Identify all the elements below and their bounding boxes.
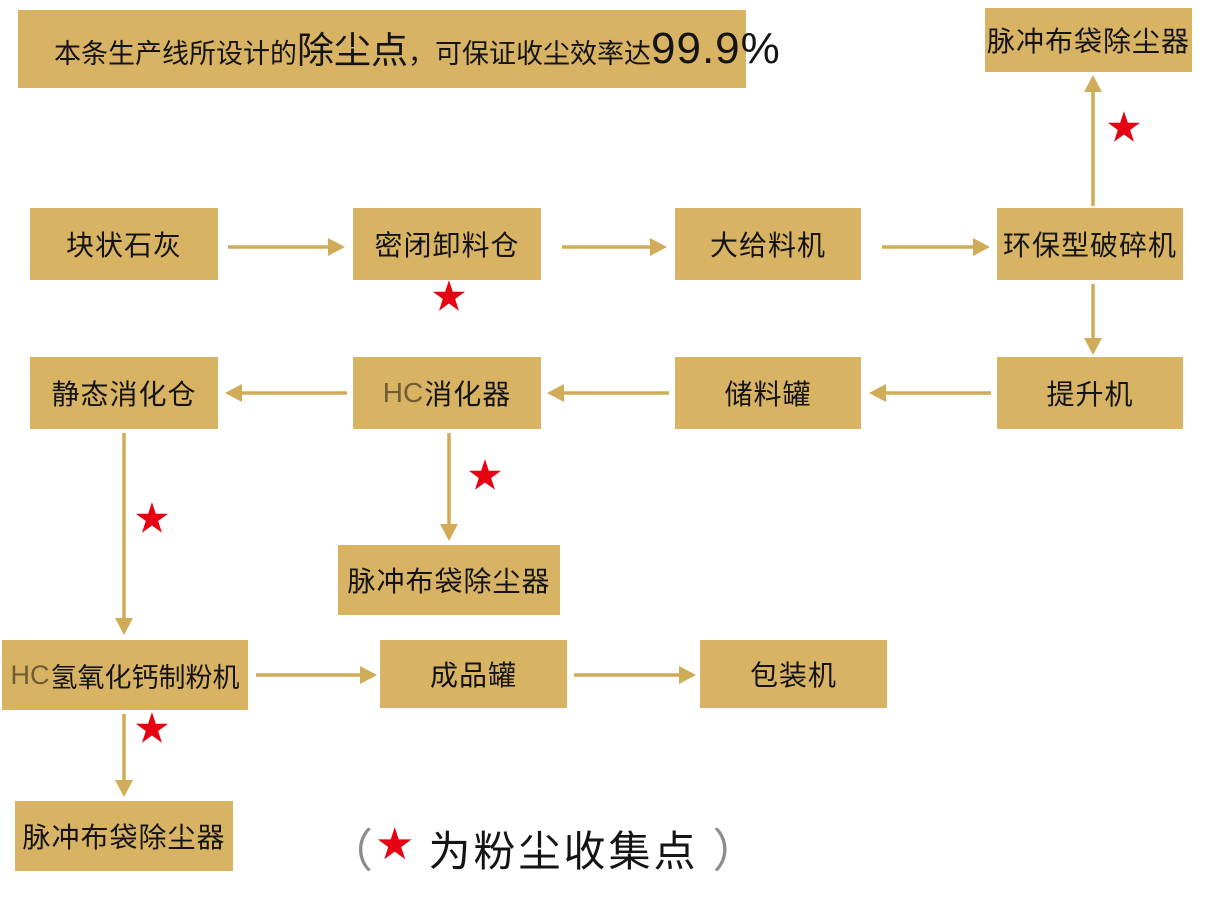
- node-storage-tank: 储料罐: [675, 357, 861, 429]
- arrow-hc-digester-to-dust-collector-mid: [440, 433, 458, 541]
- arrow-lump-lime-to-sealed-bin: [228, 238, 345, 256]
- banner-title: 本条生产线所设计的除尘点，可保证收尘效率达99.9%: [18, 10, 780, 88]
- node-label: 包装机: [749, 660, 837, 691]
- dust-point-star-icon: ★: [1105, 103, 1143, 151]
- node-label: 成品罐: [429, 660, 517, 691]
- node-product-tank: 成品罐: [380, 640, 567, 708]
- banner-segment-highlight: 除尘点: [297, 30, 408, 71]
- node-label: 脉冲布袋除尘器: [22, 822, 226, 853]
- node-label-hc-prefix: HC: [10, 659, 50, 690]
- legend-star-icon: ★: [375, 820, 415, 869]
- legend: （ ★ 为粉尘收集点 ）: [327, 818, 758, 878]
- arrow-hc-pulverizer-to-product-tank: [256, 666, 377, 684]
- dust-point-star-icon: ★: [466, 451, 504, 499]
- dust-point-star-icon: ★: [133, 494, 171, 542]
- node-sealed-unloading-bin: 密闭卸料仓: [353, 208, 541, 280]
- node-dust-collector-bottom: 脉冲布袋除尘器: [15, 801, 233, 871]
- legend-close-paren: ）: [712, 825, 759, 877]
- node-label-hc-prefix: HC: [382, 377, 424, 408]
- node-label: 储料罐: [724, 379, 812, 410]
- node-label: 氢氧化钙制粉机: [50, 662, 240, 693]
- node-label: 大给料机: [709, 230, 826, 261]
- node-label: 静态消化仓: [51, 379, 197, 410]
- node-label: 脉冲布袋除尘器: [347, 566, 551, 597]
- node-label: 密闭卸料仓: [374, 230, 520, 261]
- dust-point-star-icon: ★: [133, 704, 171, 752]
- legend-open-paren: （: [327, 825, 373, 877]
- arrow-crusher-to-elevator: [1084, 284, 1102, 355]
- node-dust-collector-top: 脉冲布袋除尘器: [985, 8, 1192, 72]
- node-label: 脉冲布袋除尘器: [986, 26, 1190, 57]
- arrow-elevator-to-storage-tank: [869, 384, 991, 402]
- arrow-static-bin-to-hc-pulverizer: [115, 433, 133, 635]
- node-label: 环保型破碎机: [1002, 230, 1177, 261]
- arrow-hc-digester-to-static-bin: [225, 384, 347, 402]
- arrow-storage-tank-to-hc-digester: [547, 384, 669, 402]
- banner-efficiency-value: 99.9%: [651, 24, 781, 73]
- dust-point-star-icon: ★: [430, 272, 468, 320]
- legend-text: 为粉尘收集点: [428, 827, 699, 875]
- node-large-feeder: 大给料机: [675, 208, 861, 280]
- arrow-product-tank-to-packing: [574, 666, 696, 684]
- node-label: 提升机: [1046, 379, 1134, 410]
- arrow-crusher-to-dust-collector-top: [1084, 75, 1102, 206]
- banner-segment: 本条生产线所设计的: [54, 39, 297, 69]
- node-packing-machine: 包装机: [700, 640, 887, 708]
- node-elevator: 提升机: [997, 357, 1183, 429]
- node-eco-crusher: 环保型破碎机: [997, 208, 1183, 280]
- node-static-digestion-bin: 静态消化仓: [30, 357, 218, 429]
- node-dust-collector-mid: 脉冲布袋除尘器: [338, 545, 560, 615]
- banner-segment: ，可保证收尘效率达: [408, 39, 651, 69]
- node-label: 块状石灰: [65, 230, 182, 261]
- arrow-sealed-bin-to-feeder: [562, 238, 667, 256]
- node-lump-lime: 块状石灰: [30, 208, 218, 280]
- node-label: 消化器: [424, 379, 512, 410]
- arrow-hc-pulverizer-to-dust-collector-bottom: [115, 714, 133, 797]
- arrow-feeder-to-crusher: [882, 238, 990, 256]
